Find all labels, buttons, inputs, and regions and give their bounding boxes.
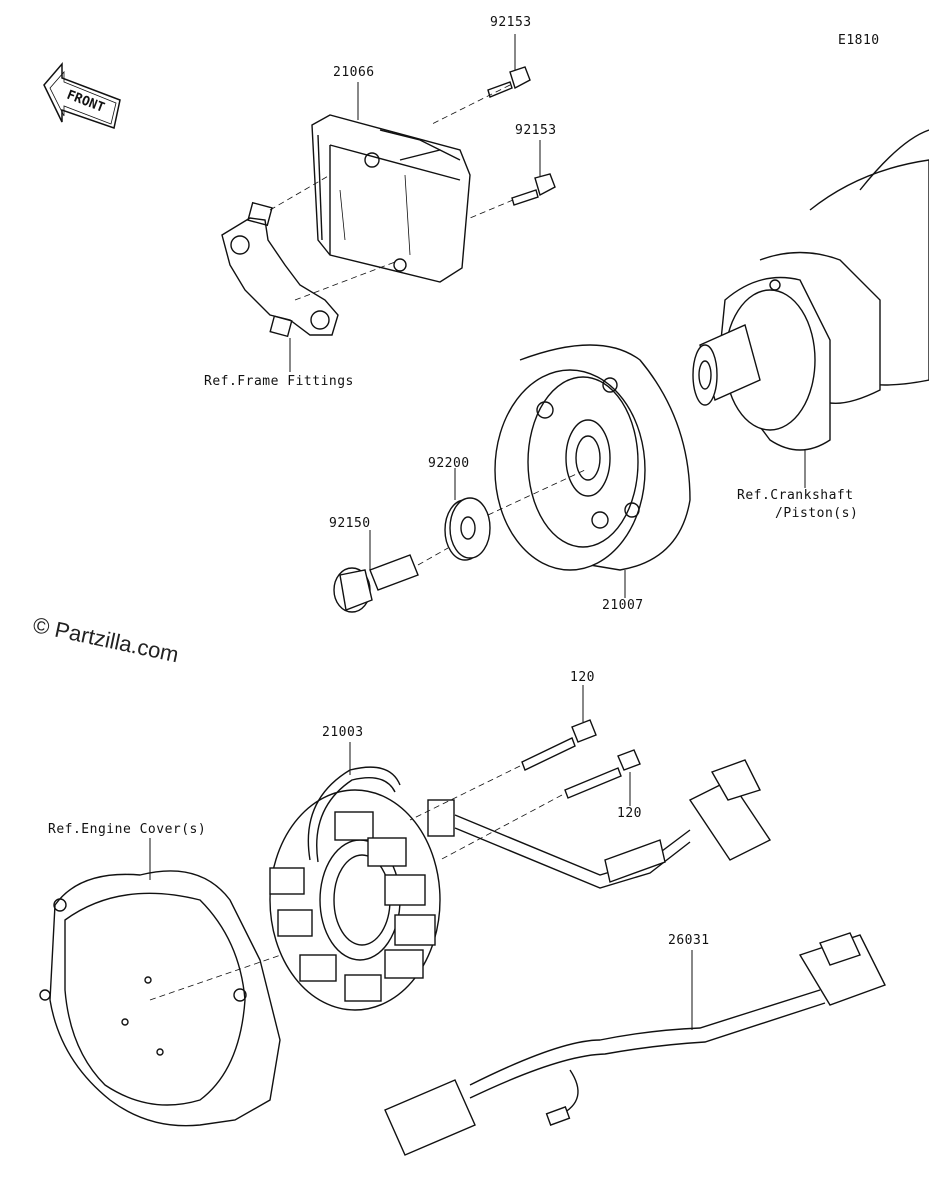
label-screw-120-a: 120 bbox=[570, 670, 595, 685]
flywheel-rotor bbox=[494, 344, 691, 571]
label-piston: /Piston(s) bbox=[775, 506, 859, 521]
label-frame-fittings: Ref.Frame Fittings bbox=[204, 374, 354, 389]
washer-92200 bbox=[444, 497, 491, 561]
label-rotor-21007: 21007 bbox=[602, 598, 644, 613]
stator-wire bbox=[454, 759, 772, 889]
leader-lines bbox=[149, 34, 806, 1030]
diagram-code: E1810 bbox=[838, 33, 880, 48]
label-screw-120-b: 120 bbox=[617, 806, 642, 821]
flange-bolt-92150 bbox=[333, 554, 419, 613]
label-engine-cover: Ref.Engine Cover(s) bbox=[48, 822, 207, 837]
front-arrow-label: FRONT bbox=[65, 88, 107, 116]
regulator-rectifier bbox=[311, 114, 471, 283]
label-stator-21003: 21003 bbox=[322, 725, 364, 740]
bolt-92153-lower bbox=[511, 173, 556, 206]
label-washer-92200: 92200 bbox=[428, 456, 470, 471]
frame-bracket bbox=[221, 201, 339, 338]
wire-harness bbox=[384, 932, 886, 1156]
screw-120-b bbox=[564, 749, 641, 799]
crankshaft bbox=[692, 129, 929, 451]
label-regulator-21066: 21066 bbox=[333, 65, 375, 80]
label-bolt-92150: 92150 bbox=[329, 516, 371, 531]
label-bolt-92153-top: 92153 bbox=[490, 15, 532, 30]
label-bolt-92153-lower: 92153 bbox=[515, 123, 557, 138]
front-arrow-icon bbox=[43, 61, 121, 129]
label-crankshaft: Ref.Crankshaft bbox=[737, 488, 854, 503]
screw-120-a bbox=[521, 719, 597, 771]
label-harness-26031: 26031 bbox=[668, 933, 710, 948]
stator bbox=[269, 766, 455, 1011]
engine-cover bbox=[39, 870, 281, 1127]
bolt-92153-top bbox=[487, 66, 531, 98]
